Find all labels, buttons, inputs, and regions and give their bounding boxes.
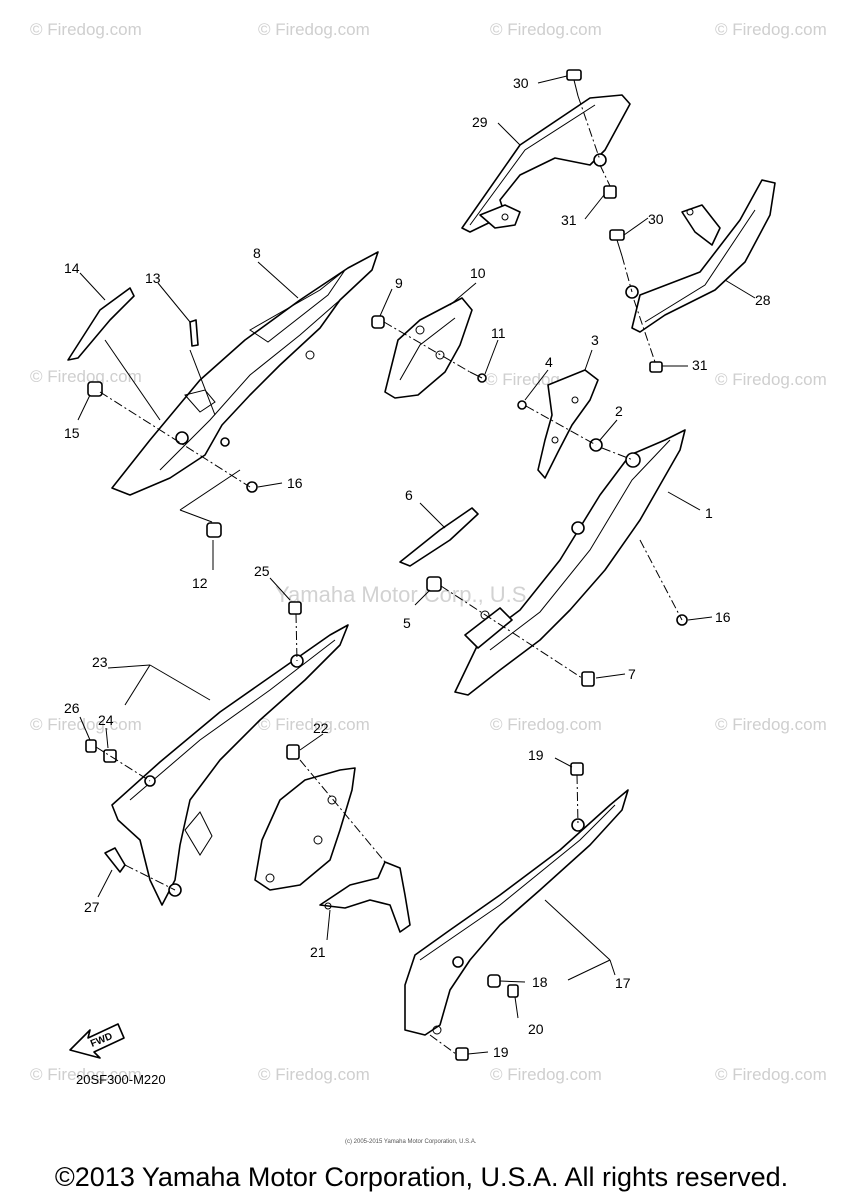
callout-23: 23 [92,654,108,670]
watermark: © Firedog.com [258,1065,370,1084]
callout-15: 15 [64,425,80,441]
callout-13: 13 [145,270,161,286]
watermark: © Firedog.com [30,20,142,39]
callout-12: 12 [192,575,208,591]
watermark: © Firedog.com [490,715,602,734]
callout-6: 6 [405,487,413,503]
callout-10: 10 [470,265,486,281]
watermark: © Firedog.com [490,20,602,39]
part-29-grab-bar [461,94,631,233]
callout-25: 25 [254,563,270,579]
watermark: © Firedog.com [715,715,827,734]
watermark: © Firedog.com [490,1065,602,1084]
callout-16: 16 [287,475,303,491]
callout-16: 16 [715,609,731,625]
callout-5: 5 [403,615,411,631]
watermark: © Firedog.com [715,370,827,389]
part-8-seat-cowl-left [111,251,379,496]
watermark-layer: © Firedog.com © Firedog.com © Firedog.co… [30,20,827,1084]
watermark: © Firedog.com [30,1065,142,1084]
part-17-side-cover-right [404,789,629,1036]
diagram-code: 20SF300-M220 [76,1072,166,1087]
watermark: © Firedog.com [30,715,142,734]
leader-lines [77,75,756,1055]
callout-31: 31 [561,212,577,228]
part-23-side-cover-left [111,624,349,906]
part-1-side-cover-right [454,429,686,696]
callout-17: 17 [615,975,631,991]
callout-3: 3 [591,332,599,348]
small-print: (c) 2005-2015 Yamaha Motor Corporation, … [345,1139,477,1145]
callout-9: 9 [395,275,403,291]
watermark: © Firedog.com [30,367,142,386]
callout-28: 28 [755,292,771,308]
callout-14: 14 [64,260,80,276]
callout-29: 29 [472,114,488,130]
callout-18: 18 [532,974,548,990]
part-6-strip [399,507,479,567]
assembly-lines [95,95,683,1055]
callout-22: 22 [313,720,329,736]
watermark-center: Yamaha Motor Corp., U.S.A. [275,582,553,607]
part-21-panel-bracket [254,767,411,933]
callout-30: 30 [648,211,664,227]
callout-21: 21 [310,944,326,960]
callout-27: 27 [84,899,100,915]
fwd-arrow-icon: FWD [69,1023,125,1059]
callout-30: 30 [513,75,529,91]
part-13-clip [189,319,199,347]
copyright-text: ©2013 Yamaha Motor Corporation, U.S.A. A… [54,1162,789,1192]
callout-1: 1 [705,505,713,521]
callout-31: 31 [692,357,708,373]
watermark: © Firedog.com [258,715,370,734]
watermark: © Firedog.com [258,20,370,39]
watermark: © Firedog.com [715,20,827,39]
callout-8: 8 [253,245,261,261]
callout-4: 4 [545,354,553,370]
watermark: © Firedog.com [715,1065,827,1084]
callout-2: 2 [615,403,623,419]
callout-19: 19 [528,747,544,763]
callout-7: 7 [628,666,636,682]
callout-labels: 30 29 31 30 28 31 8 9 10 11 3 4 2 1 16 7… [64,75,771,1060]
hardware-layer [85,69,688,1061]
callout-26: 26 [64,700,80,716]
callout-11: 11 [491,325,506,341]
callout-20: 20 [528,1021,544,1037]
part-14-strip [67,287,135,361]
callout-19: 19 [493,1044,509,1060]
part-28-grab-bar [625,179,776,333]
callout-24: 24 [98,712,114,728]
part-3-bracket [537,369,599,479]
